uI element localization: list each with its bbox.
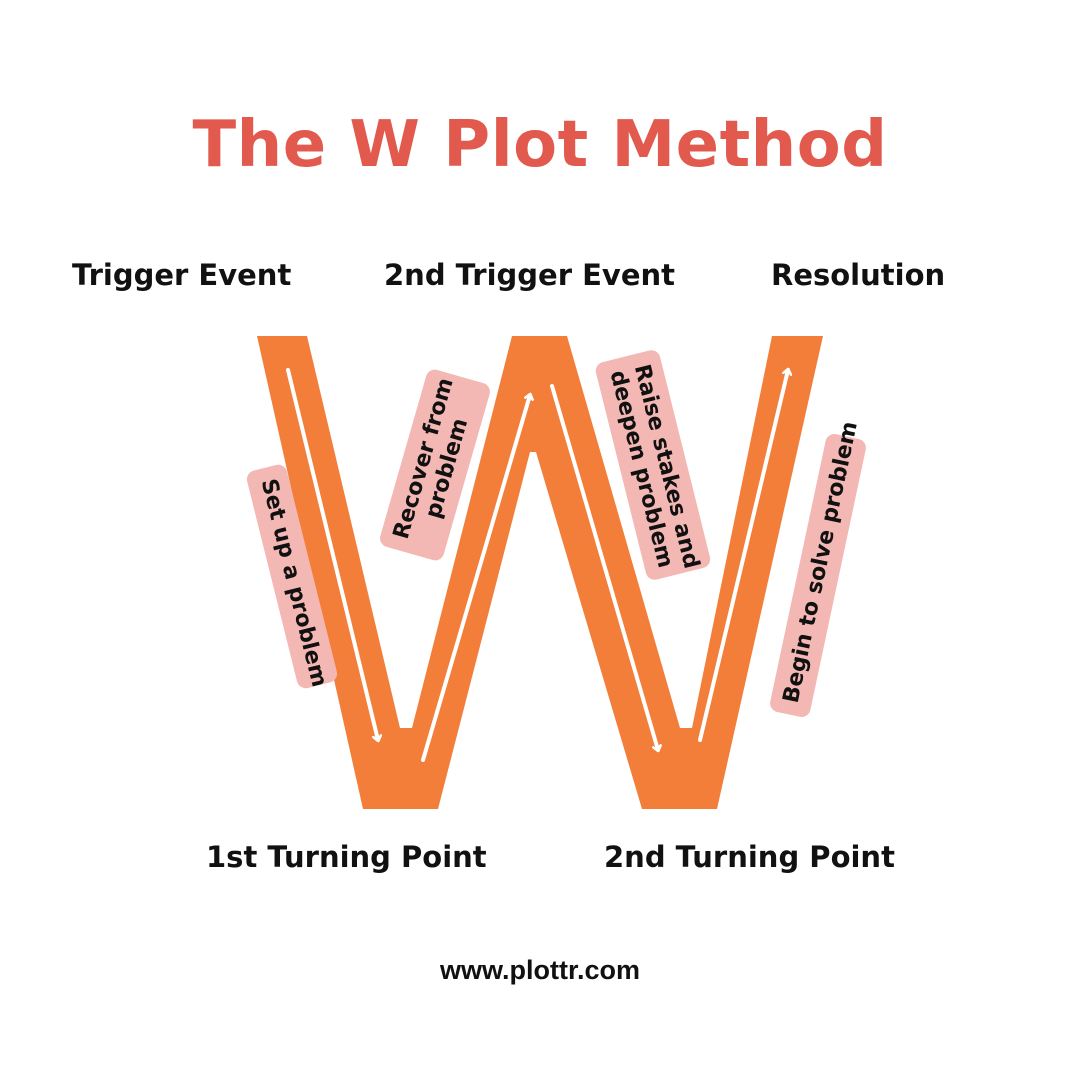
arrow-set-up	[286, 368, 378, 740]
label-1st-turning-point: 1st Turning Point	[206, 840, 487, 874]
label-2nd-trigger-event: 2nd Trigger Event	[384, 258, 675, 292]
label-trigger-event: Trigger Event	[72, 258, 292, 292]
page-title: The W Plot Method	[192, 108, 888, 182]
w-outline	[257, 336, 823, 809]
arrow-begin-solve	[698, 370, 788, 742]
label-resolution: Resolution	[771, 258, 946, 292]
footer-url: www.plottr.com	[439, 955, 640, 985]
arrow-raise-stakes	[550, 384, 658, 750]
label-2nd-turning-point: 2nd Turning Point	[604, 840, 895, 874]
arrow-recover	[421, 395, 530, 762]
